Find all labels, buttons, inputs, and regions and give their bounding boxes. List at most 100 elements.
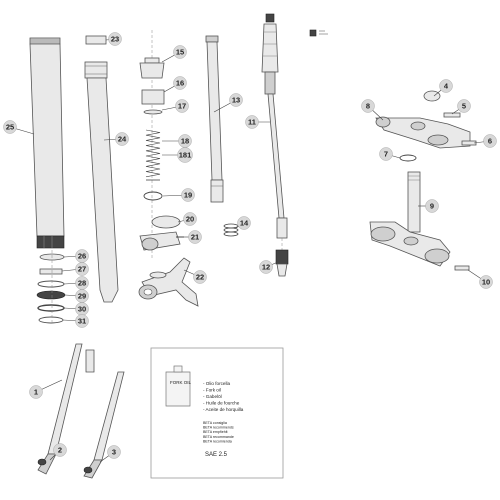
- callout-number: 23: [111, 35, 119, 44]
- callout-number: 15: [176, 48, 184, 57]
- lower-triple-clamp: [369, 171, 470, 271]
- callout-10: 10: [479, 275, 493, 289]
- callout-22: 22: [193, 270, 207, 284]
- callout-25: 25: [3, 120, 17, 134]
- outer-fork-tube: [29, 37, 65, 249]
- callout-badge: [183, 212, 197, 226]
- callout-badge: [439, 79, 453, 93]
- callout-badge: [3, 120, 17, 134]
- callout-number: 2: [58, 446, 62, 455]
- callout-181: 181: [177, 147, 193, 163]
- callout-30: 30: [75, 302, 89, 316]
- callout-number: 11: [248, 118, 256, 127]
- recommendation-line: BETA recommends: [203, 426, 234, 430]
- callout-number: 29: [78, 292, 86, 301]
- callout-badge: [107, 445, 121, 459]
- callout-badge: [75, 262, 89, 276]
- callout-number: 181: [179, 151, 192, 160]
- callout-27: 27: [75, 262, 89, 276]
- callout-number: 30: [78, 305, 86, 314]
- callout-badge: [53, 443, 67, 457]
- callout-19: 19: [181, 188, 195, 202]
- fork-oil-box: FORK OIL - Olio forcella- Fork oil- Gabe…: [150, 347, 284, 479]
- callout-11: 11: [245, 115, 259, 129]
- callout-28: 28: [75, 276, 89, 290]
- fork-spring: [143, 129, 163, 201]
- recommendation-line: BETA recomienda: [203, 439, 232, 443]
- callout-number: 17: [178, 102, 186, 111]
- callout-number: 22: [196, 273, 204, 282]
- callout-number: 13: [232, 96, 240, 105]
- callout-badge: [115, 132, 129, 146]
- callout-badge: [479, 275, 493, 289]
- recommendation-line: BETA consiglia: [203, 421, 227, 425]
- callout-number: 31: [78, 317, 86, 326]
- callout-13: 13: [229, 93, 243, 107]
- oil-name-line: - Fork oil: [203, 388, 221, 393]
- callout-12: 12: [259, 260, 273, 274]
- oil-grade: SAE 2.5: [205, 452, 228, 458]
- callout-number: 27: [78, 265, 86, 274]
- upper-triple-clamp-small: [139, 215, 184, 251]
- callout-number: 7: [384, 150, 388, 159]
- callout-number: 28: [78, 279, 86, 288]
- callout-21: 21: [188, 230, 202, 244]
- callout-16: 16: [173, 76, 187, 90]
- callout-4: 4: [439, 79, 453, 93]
- callout-number: 21: [191, 233, 199, 242]
- callout-5: 5: [457, 99, 471, 113]
- recommendation-line: BETA recommande: [203, 435, 234, 439]
- callout-8: 8: [361, 99, 375, 113]
- oil-name-line: - Huile de fourche: [203, 401, 240, 406]
- stanchion-tube: [84, 61, 119, 303]
- callout-badge: [175, 99, 189, 113]
- callout-number: 18: [181, 137, 189, 146]
- callout-badge: [177, 147, 193, 163]
- callout-number: 14: [240, 219, 249, 228]
- callout-number: 24: [118, 135, 127, 144]
- callout-6: 6: [483, 134, 497, 148]
- callout-number: 20: [186, 215, 194, 224]
- callout-number: 6: [488, 137, 492, 146]
- damper-tube: [205, 35, 239, 237]
- callout-badge: [237, 216, 251, 230]
- callout-24: 24: [115, 132, 129, 146]
- callout-badge: [108, 32, 122, 46]
- oil-name-list: - Olio forcella- Fork oil- Gabelöl- Huil…: [203, 381, 244, 412]
- recommendation-line: BETA empfiehlt: [203, 430, 228, 434]
- callout-9: 9: [425, 199, 439, 213]
- callout-badge: [229, 93, 243, 107]
- callout-badge: [173, 76, 187, 90]
- callout-badge: [188, 230, 202, 244]
- callout-number: 19: [184, 191, 192, 200]
- callout-number: 16: [176, 79, 184, 88]
- callout-31: 31: [75, 314, 89, 328]
- callout-15: 15: [173, 45, 187, 59]
- callout-20: 20: [183, 212, 197, 226]
- callout-badge: [379, 147, 393, 161]
- callout-26: 26: [75, 249, 89, 263]
- callout-number: 5: [462, 102, 466, 111]
- callout-number: 9: [430, 202, 434, 211]
- oil-name-line: - Aceite de horquilla: [203, 407, 244, 412]
- callout-23: 23: [108, 32, 122, 46]
- callout-badge: [259, 260, 273, 274]
- callout-1: 1: [29, 385, 43, 399]
- callout-number: 10: [482, 278, 490, 287]
- o-ring: [399, 154, 417, 162]
- axle-bracket: [138, 257, 199, 307]
- callout-14: 14: [237, 216, 251, 230]
- callout-2: 2: [53, 443, 67, 457]
- damper-rod: [261, 13, 289, 277]
- callout-badge: [181, 188, 195, 202]
- upper-triple-clamp: [375, 90, 477, 149]
- callout-7: 7: [379, 147, 393, 161]
- callout-number: 4: [444, 82, 449, 91]
- oil-can-label: FORK OIL: [170, 380, 192, 385]
- callout-number: 3: [112, 448, 116, 457]
- oil-name-line: - Gabelöl: [203, 394, 222, 399]
- callout-18: 18: [178, 134, 192, 148]
- callout-3: 3: [107, 445, 121, 459]
